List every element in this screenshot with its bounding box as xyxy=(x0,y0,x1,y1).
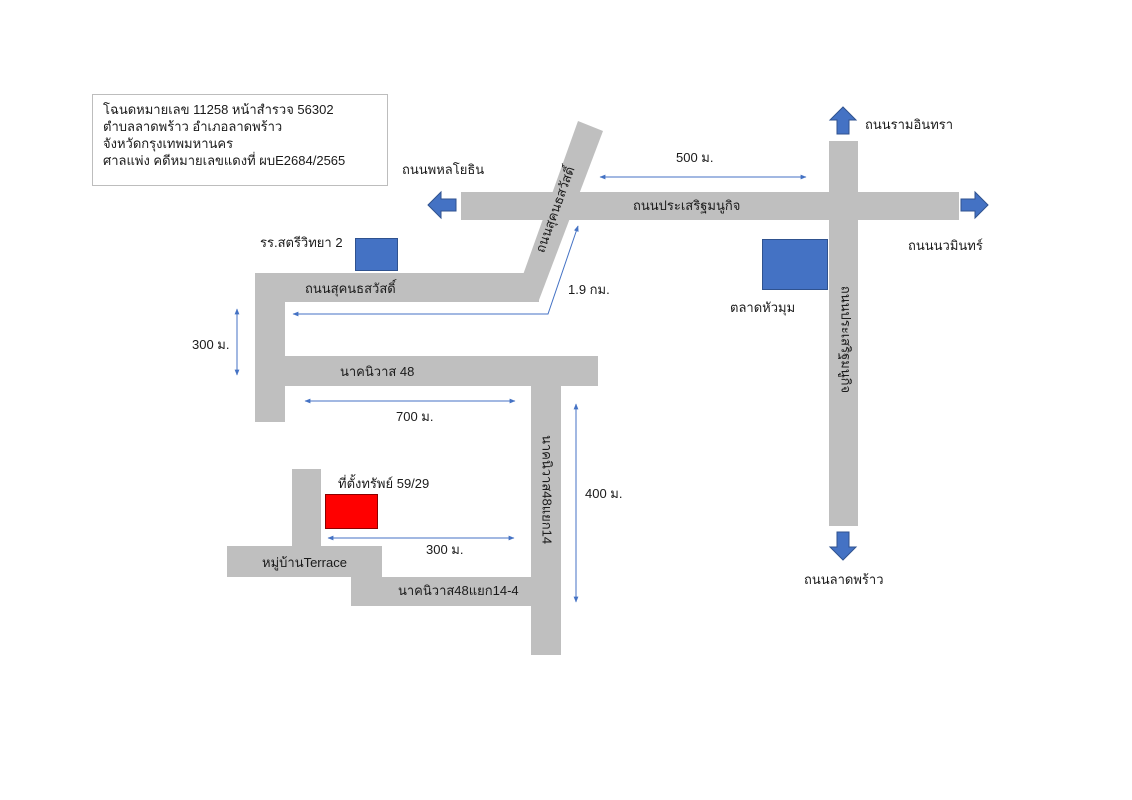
road-label-nak-niwat-48: นาคนิวาส 48 xyxy=(340,364,415,379)
direction-label-phahon-yothin: ถนนพหลโยธิน xyxy=(402,162,485,177)
road-prasert-manukit-horizontal xyxy=(461,192,959,220)
direction-label-nawamin: ถนนนวมินทร์ xyxy=(908,238,983,253)
arrow-west-icon xyxy=(427,190,457,220)
arrow-east-icon xyxy=(960,190,989,220)
distance-label-1-9km: 1.9 กม. xyxy=(568,282,610,297)
landmark-label-school: รร.สตรีวิทยา 2 xyxy=(260,235,343,250)
title-deed-info-box: โฉนดหมายเลข 11258 หน้าสำรวจ 56302 ตำบลลา… xyxy=(92,94,388,186)
road-label-nak-niwat-48-14-4: นาคนิวาส48แยก14-4 xyxy=(398,583,519,598)
distance-label-500m: 500 ม. xyxy=(676,150,714,165)
road-label-sukhon-sawat: ถนนสุคนธสวัสดิ์ xyxy=(305,281,396,296)
road-label-nak-niwat-48-14: นาคนิวาส48แยก14 xyxy=(539,434,555,545)
road-village-terrace xyxy=(227,546,382,577)
subdistrict-line: ตำบลลาดพร้าว อำเภอลาดพร้าว xyxy=(103,119,283,134)
road-sukhon-sawat-west-vertical xyxy=(255,273,285,422)
road-nak-niwat-48-soi-14-4 xyxy=(351,577,531,606)
road-nak-niwat-48 xyxy=(285,356,598,386)
road-label-prasert-manukit-vertical: ถนนประเสริฐมนูกิจ xyxy=(838,285,854,394)
province-line: จังหวัดกรุงเทพมหานคร xyxy=(103,136,234,151)
direction-label-ram-inthra: ถนนรามอินทรา xyxy=(865,117,954,132)
landmark-label-market: ตลาดหัวมุม xyxy=(730,300,796,315)
direction-label-lat-phrao: ถนนลาดพร้าว xyxy=(804,572,884,587)
road-property-lane xyxy=(292,469,321,546)
distance-line-1-9km xyxy=(292,225,579,317)
property-marker xyxy=(325,494,378,529)
arrow-south-icon xyxy=(828,531,858,561)
road-label-prasert-manukit: ถนนประเสริฐมนูกิจ xyxy=(633,198,741,213)
distance-label-700m: 700 ม. xyxy=(396,409,434,424)
court-case-line: ศาลแพ่ง คดีหมายเลขแดงที่ ผบE2684/2565 xyxy=(103,153,346,168)
arrow-north-icon xyxy=(828,106,858,135)
road-nak-niwat-48-soi-14 xyxy=(531,386,561,655)
road-prasert-manukit-vertical xyxy=(829,141,858,526)
distance-label-400m: 400 ม. xyxy=(585,486,623,501)
landmark-label-property: ที่ตั้งทรัพย์ 59/29 xyxy=(338,476,430,491)
distance-label-300m-vertical: 300 ม. xyxy=(192,337,230,352)
market-building xyxy=(762,239,828,290)
road-label-village-terrace: หมู่บ้านTerrace xyxy=(262,555,347,570)
distance-label-300m-horizontal: 300 ม. xyxy=(426,542,464,557)
deed-number-line: โฉนดหมายเลข 11258 หน้าสำรวจ 56302 xyxy=(103,102,334,117)
